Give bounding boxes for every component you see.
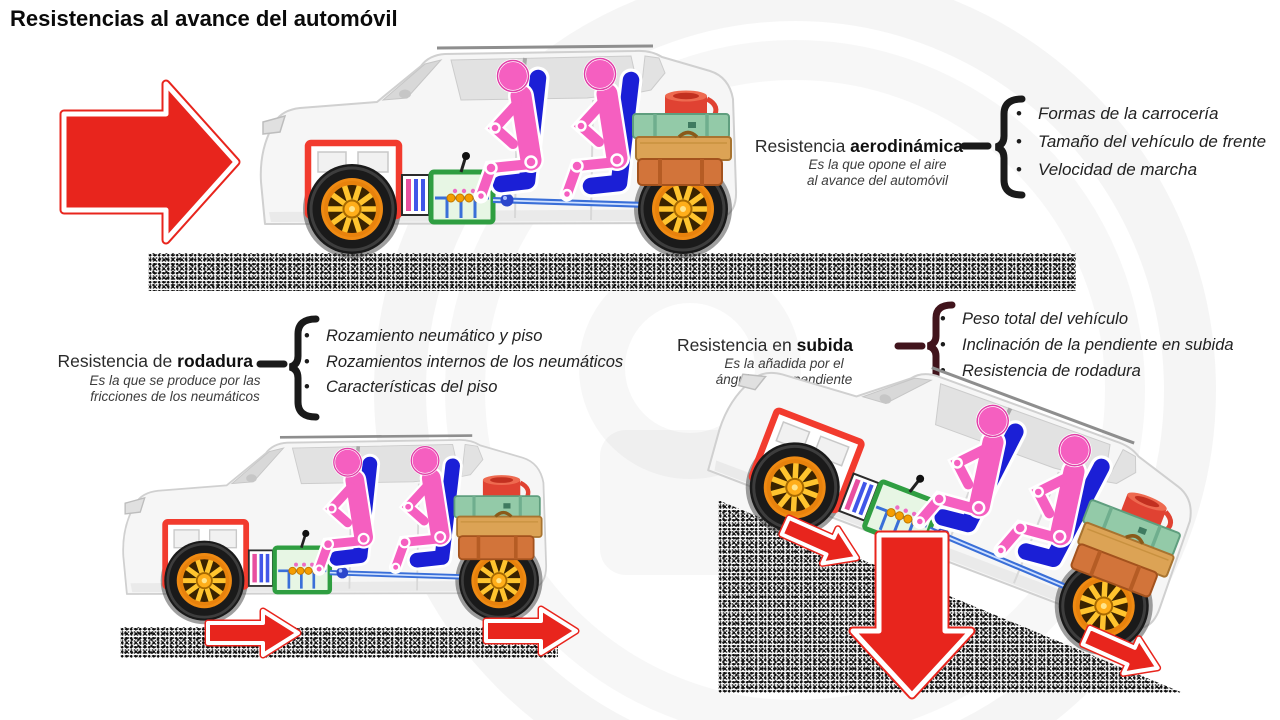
section-label-rodadura: Resistencia de rodadura <box>57 351 253 371</box>
road-surface-top <box>148 253 1076 291</box>
bullet-list-subida: Peso total del vehículo Inclinación de l… <box>932 306 1234 384</box>
driving-direction-arrow-icon <box>59 79 241 245</box>
downhill-resistance-arrow-icon <box>778 514 861 567</box>
bullet-item: Tamaño del vehículo de frente <box>1008 128 1266 156</box>
bullet-item: Rozamiento neumático y piso <box>296 324 623 350</box>
bullet-item: Inclinación de la pendiente en subida <box>932 332 1234 358</box>
traction-arrow-icon <box>482 605 580 657</box>
traction-arrow-icon <box>204 607 302 659</box>
section-caption-rodadura: Es la que se produce por las fricciones … <box>89 373 261 404</box>
car-cutaway-rodadura <box>118 432 563 628</box>
bullet-item: Velocidad de marcha <box>1008 156 1266 184</box>
page-title: Resistencias al avance del automóvil <box>10 6 398 31</box>
bullet-item: Peso total del vehículo <box>932 306 1234 332</box>
bullet-item: Características del piso <box>296 375 623 401</box>
brace-icon-aerodinamica <box>960 95 1026 199</box>
bullet-list-rodadura: Rozamiento neumático y piso Rozamientos … <box>296 324 623 401</box>
section-label-aerodinamica: Resistencia aerodinámica <box>754 136 963 156</box>
bullet-item: Formas de la carrocería <box>1008 100 1266 128</box>
bullet-item: Rozamientos internos de los neumáticos <box>296 350 623 376</box>
weight-arrow-icon <box>848 530 976 700</box>
downhill-resistance-arrow-icon <box>1079 624 1162 677</box>
section-label-subida: Resistencia en subida <box>676 335 853 355</box>
car-cutaway-aerodinamica <box>255 42 755 262</box>
bullet-list-aerodinamica: Formas de la carrocería Tamaño del vehíc… <box>1008 100 1266 184</box>
section-caption-aerodinamica: Es la que opone el aire al avance del au… <box>806 157 949 188</box>
